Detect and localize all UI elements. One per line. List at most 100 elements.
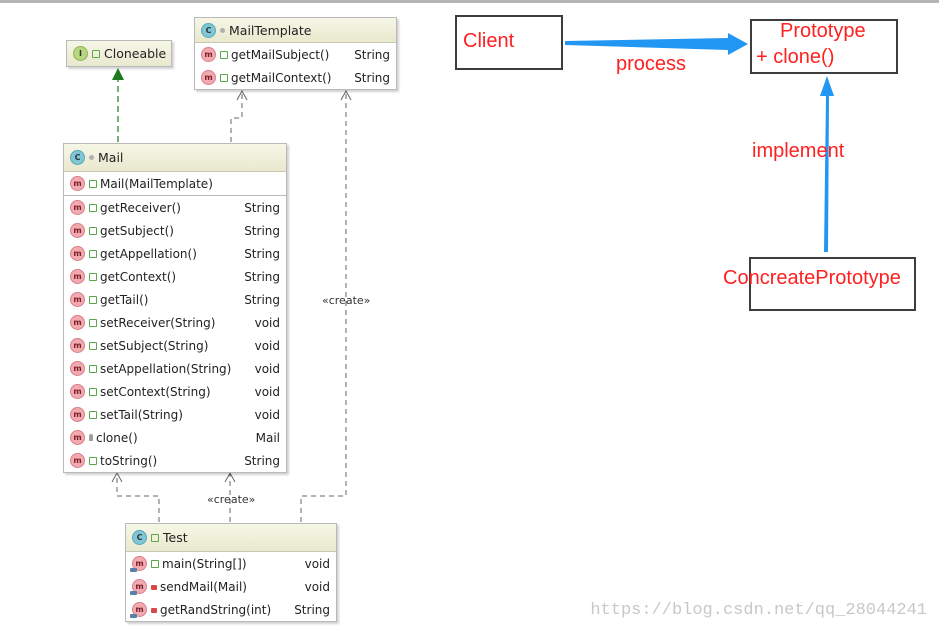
prototype-box[interactable]: [750, 19, 898, 74]
class-icon: C: [132, 530, 147, 545]
implements-arrowhead: [112, 68, 124, 80]
concrete-prototype-box[interactable]: [749, 257, 916, 311]
mail-header: C Mail: [64, 144, 286, 172]
method-icon: m: [70, 292, 85, 307]
public-visibility-icon: [89, 226, 97, 235]
test-mail-create-arrowhead: [224, 471, 236, 483]
method-name: getAppellation(): [100, 246, 197, 261]
method-name: setSubject(String): [100, 338, 209, 353]
method-name: getMailSubject(): [231, 47, 330, 62]
method-icon: m: [70, 176, 85, 191]
public-visibility-icon: [89, 410, 97, 419]
method-name: sendMail(Mail): [160, 579, 247, 594]
method-row[interactable]: m getContext() String: [64, 265, 286, 288]
test-class[interactable]: C Test m main(String[]) void m sendMail(Mai…: [125, 523, 337, 622]
section-divider: [64, 195, 286, 196]
method-name: setContext(String): [100, 384, 211, 399]
public-visibility-icon: [89, 341, 97, 350]
return-type: String: [294, 602, 330, 617]
public-visibility-icon: [89, 364, 97, 373]
method-name: getContext(): [100, 269, 177, 284]
return-type: String: [244, 269, 280, 284]
method-row[interactable]: m getSubject() String: [64, 219, 286, 242]
method-name: getTail(): [100, 292, 149, 307]
method-icon: m: [70, 200, 85, 215]
test-header: C Test: [126, 524, 336, 552]
public-visibility-icon: [220, 73, 228, 82]
method-icon: m: [70, 269, 85, 284]
public-visibility-icon: [89, 272, 97, 281]
method-row[interactable]: m getMailSubject() String: [195, 43, 396, 66]
return-type: void: [254, 407, 280, 422]
test-template-create-line: [300, 92, 347, 522]
cloneable-header: I Cloneable: [67, 41, 171, 66]
process-arrow: [565, 33, 748, 55]
return-type: void: [304, 579, 330, 594]
method-row[interactable]: m getMailContext() String: [195, 66, 396, 89]
mail-template-arrowhead: [236, 89, 248, 101]
create-label-right: «create»: [322, 294, 370, 307]
method-icon: m: [70, 430, 85, 445]
private-visibility-icon: [151, 585, 157, 590]
return-type: Mail: [255, 430, 280, 445]
static-method-icon: m: [130, 602, 147, 618]
method-icon: m: [70, 246, 85, 261]
class-name: Cloneable: [104, 46, 167, 61]
return-type: String: [244, 223, 280, 238]
return-type: void: [304, 556, 330, 571]
public-visibility-icon: [89, 295, 97, 304]
method-icon: m: [70, 453, 85, 468]
method-name: setTail(String): [100, 407, 183, 422]
method-name: getSubject(): [100, 223, 174, 238]
method-row[interactable]: m getTail() String: [64, 288, 286, 311]
method-row[interactable]: m main(String[]) void: [126, 552, 336, 575]
public-visibility-icon: [89, 249, 97, 258]
return-type: String: [244, 200, 280, 215]
mailtemplate-header: C MailTemplate: [195, 18, 396, 43]
method-row[interactable]: m setTail(String) void: [64, 403, 286, 426]
return-type: String: [244, 292, 280, 307]
method-name: toString(): [100, 453, 158, 468]
method-name: main(String[]): [162, 556, 247, 571]
process-label: process: [616, 53, 687, 75]
test-mail-dependency: [116, 474, 160, 522]
return-type: String: [354, 47, 390, 62]
cloneable-interface[interactable]: I Cloneable: [66, 40, 172, 67]
method-icon: m: [70, 223, 85, 238]
method-row[interactable]: m sendMail(Mail) void: [126, 575, 336, 598]
method-name: clone(): [96, 430, 138, 445]
method-icon: m: [70, 407, 85, 422]
concrete-prototype-label: ConcreatePrototype: [723, 267, 901, 289]
class-icon: C: [70, 150, 85, 165]
return-type: void: [254, 361, 280, 376]
client-box[interactable]: [455, 15, 563, 70]
method-row[interactable]: m clone() Mail: [64, 426, 286, 449]
class-name: Test: [163, 530, 188, 545]
method-name: setAppellation(String): [100, 361, 232, 376]
constructor-row[interactable]: m Mail(MailTemplate): [64, 172, 286, 195]
client-label: Client: [463, 30, 515, 52]
static-method-icon: m: [130, 579, 147, 595]
return-type: void: [254, 338, 280, 353]
package-visibility-icon: [220, 27, 225, 33]
method-icon: m: [70, 315, 85, 330]
method-icon: m: [201, 70, 216, 85]
class-name: Mail: [98, 150, 124, 165]
prototype-label: Prototype: [780, 20, 866, 42]
mailtemplate-class[interactable]: C MailTemplate m getMailSubject() String…: [194, 17, 397, 90]
public-visibility-icon: [89, 318, 97, 327]
method-row[interactable]: m getReceiver() String: [64, 196, 286, 219]
static-method-icon: m: [130, 556, 147, 572]
method-name: getReceiver(): [100, 200, 181, 215]
create-label-left: «create»: [207, 493, 255, 506]
mail-class[interactable]: C Mail m Mail(MailTemplate) m getReceiver…: [63, 143, 287, 473]
private-visibility-icon: [151, 608, 157, 613]
public-visibility-icon: [151, 559, 159, 568]
